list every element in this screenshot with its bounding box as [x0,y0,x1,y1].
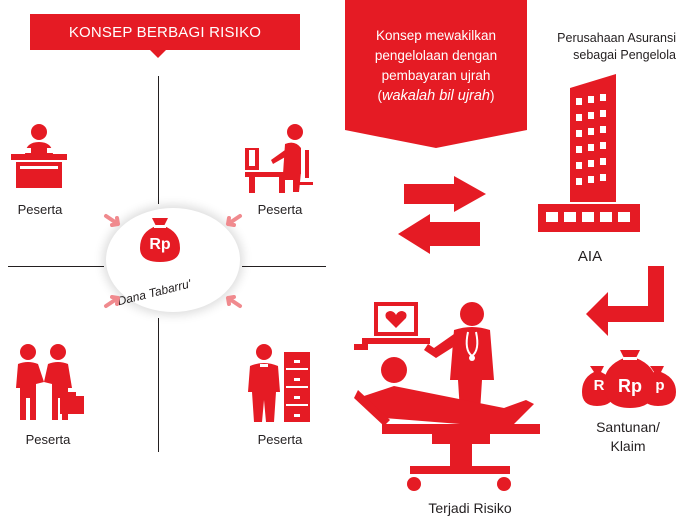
claim-currency-main: Rp [618,376,642,396]
money-bags-icon [582,350,676,408]
handshake-icon [16,344,84,420]
fund-currency: Rp [149,236,171,253]
company-caption: Perusahaan Asuransi sebagai Pengelola [536,30,676,64]
divider-horizontal-left [8,266,104,267]
claim-currency-right: p [655,377,665,394]
ribbon-text: Konsep mewakilkan pengelolaan dengan pem… [350,26,522,106]
inward-arrows [104,214,242,308]
participant-label-3: Peserta [25,432,71,447]
company-caption-line-2: sebagai Pengelola [573,48,676,62]
fund-circle [106,208,240,312]
wakalah-ribbon [345,0,527,148]
divider-horizontal-right [242,266,326,267]
manager-desk-icon [11,124,67,188]
worker-computer-icon [245,124,313,193]
participant-label-1: Peserta [17,202,63,217]
office-building-icon [538,74,640,232]
down-left-arrow-icon [586,266,664,336]
waiter-cabinet-icon [248,344,310,422]
concept-banner: KONSEP BERBAGI RISIKO [30,14,300,50]
divider-vertical-bottom [158,318,159,452]
hospital-bed-icon [354,302,540,491]
exchange-arrows-icon [398,176,486,254]
ribbon-line-3: pembayaran ujrah [381,68,491,83]
company-caption-line-1: Perusahaan Asuransi [557,31,676,45]
claim-label-line-1: Santunan/ [596,419,660,435]
ribbon-line-2: pengelolaan dengan [374,48,498,63]
claim-label-line-2: Klaim [610,438,646,454]
company-name: AIA [577,248,603,265]
participant-label-4: Peserta [257,432,303,447]
divider-vertical-top [158,76,159,204]
risk-label: Terjadi Risiko [428,500,512,516]
claim-label: Santunan/ Klaim [580,418,676,456]
ribbon-line-4: (wakalah bil ujrah) [377,88,495,104]
money-bag-icon [140,218,180,262]
banner-pointer [150,50,166,58]
claim-currency-left: R [593,377,605,394]
ribbon-line-1: Konsep mewakilkan [375,28,497,43]
participant-label-2: Peserta [257,202,303,217]
